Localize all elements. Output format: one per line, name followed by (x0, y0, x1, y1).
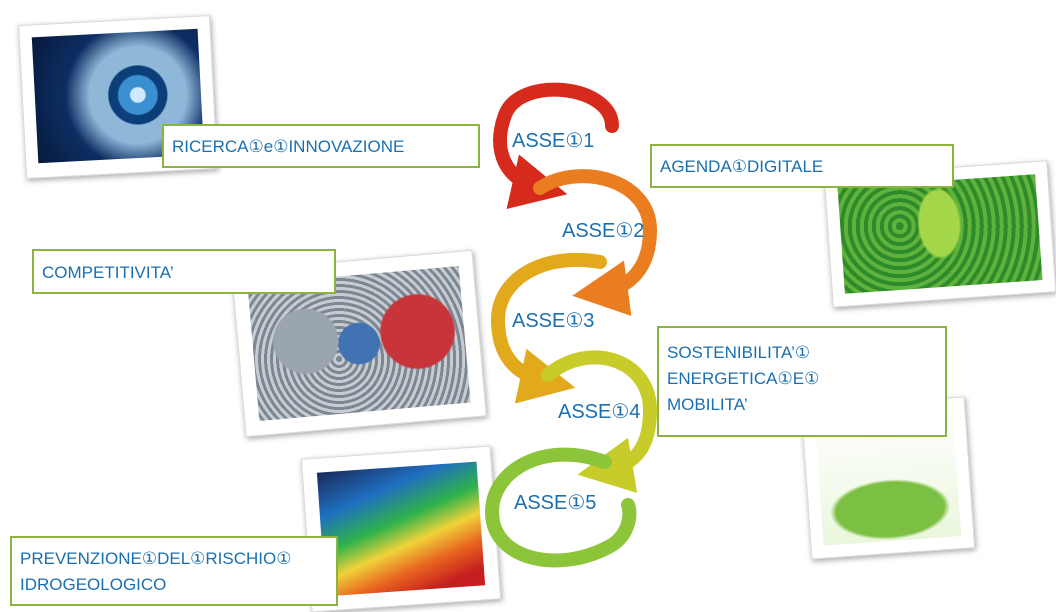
label-sostenibilita: SOSTENIBILITA’① ENERGETICA①E① MOBILITA’ (657, 326, 947, 437)
label-ricerca-innovazione: RICERCA①e①INNOVAZIONE (162, 124, 480, 168)
label-competitivita: COMPETITIVITA’ (32, 249, 336, 294)
asse-5-label: ASSE①5 (514, 492, 597, 514)
arrow-asse-2 (533, 169, 658, 317)
arrow-asse-3 (490, 252, 607, 404)
asse-1-label: ASSE①1 (512, 130, 595, 152)
arrow-asse-5 (484, 447, 637, 568)
label-agenda-digitale: AGENDA①DIGITALE (650, 144, 954, 188)
arrow-asse-1 (493, 82, 619, 210)
arrow-asse-4 (541, 350, 658, 494)
asse-3-label: ASSE①3 (512, 310, 595, 332)
label-prevenzione: PREVENZIONE①DEL①RISCHIO① IDROGEOLOGICO (10, 536, 338, 606)
asse-4-label: ASSE①4 (558, 401, 641, 423)
asse-2-label: ASSE①2 (562, 220, 645, 242)
